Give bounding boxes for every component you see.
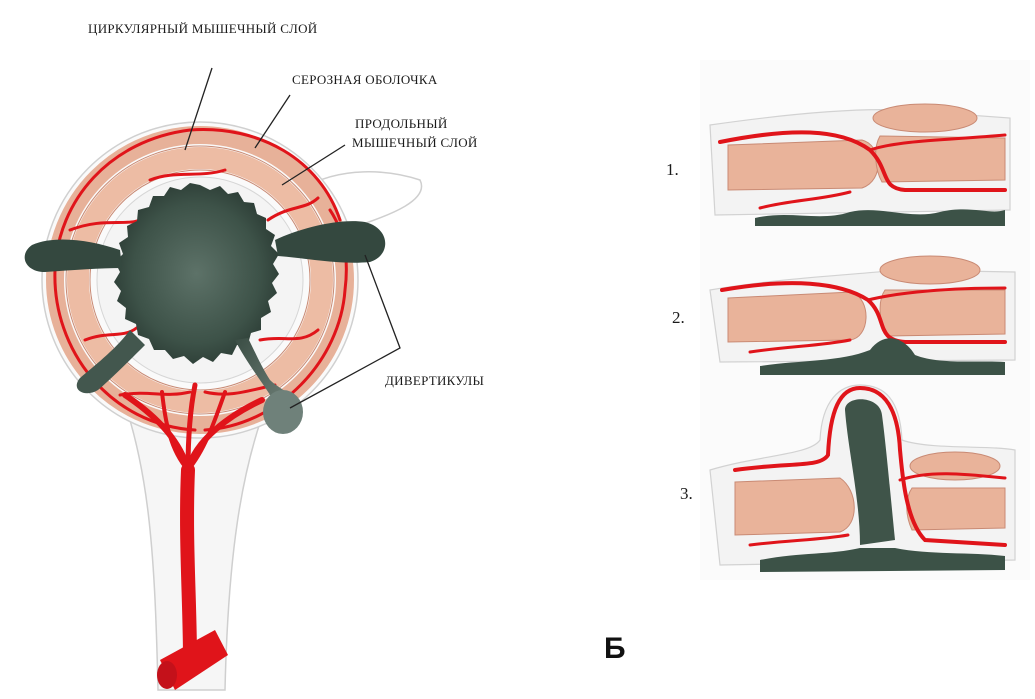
label-serosa: СЕРОЗНАЯ ОБОЛОЧКА — [292, 71, 438, 88]
label-circular-muscle: ЦИРКУЛЯРНЫЙ МЫШЕЧНЫЙ СЛОЙ — [88, 20, 317, 37]
label-diverticula: ДИВЕРТИКУЛЫ — [385, 372, 484, 389]
stage-2-number: 2. — [672, 308, 685, 328]
stage-2-longitudinal — [880, 256, 980, 284]
label-longitudinal-line1: ПРОДОЛЬНЫЙ — [355, 115, 448, 132]
stage-2-muscle-right — [880, 290, 1005, 336]
stage-1-longitudinal — [873, 104, 977, 132]
stage-1-illustration — [710, 104, 1010, 226]
label-longitudinal-line2: МЫШЕЧНЫЙ СЛОЙ — [352, 134, 478, 151]
stages-illustration — [700, 60, 1030, 580]
stage-3-muscle-left — [735, 478, 854, 535]
stage-2-muscle-left — [728, 292, 866, 342]
stage-1-muscle-left — [728, 140, 878, 190]
cross-section-illustration — [25, 68, 422, 690]
stage-1-number: 1. — [666, 160, 679, 180]
stage-3-number: 3. — [680, 484, 693, 504]
mesenteric-artery — [187, 470, 190, 660]
stage-3-muscle-right — [907, 488, 1005, 530]
panel-letter: Б — [604, 632, 626, 666]
